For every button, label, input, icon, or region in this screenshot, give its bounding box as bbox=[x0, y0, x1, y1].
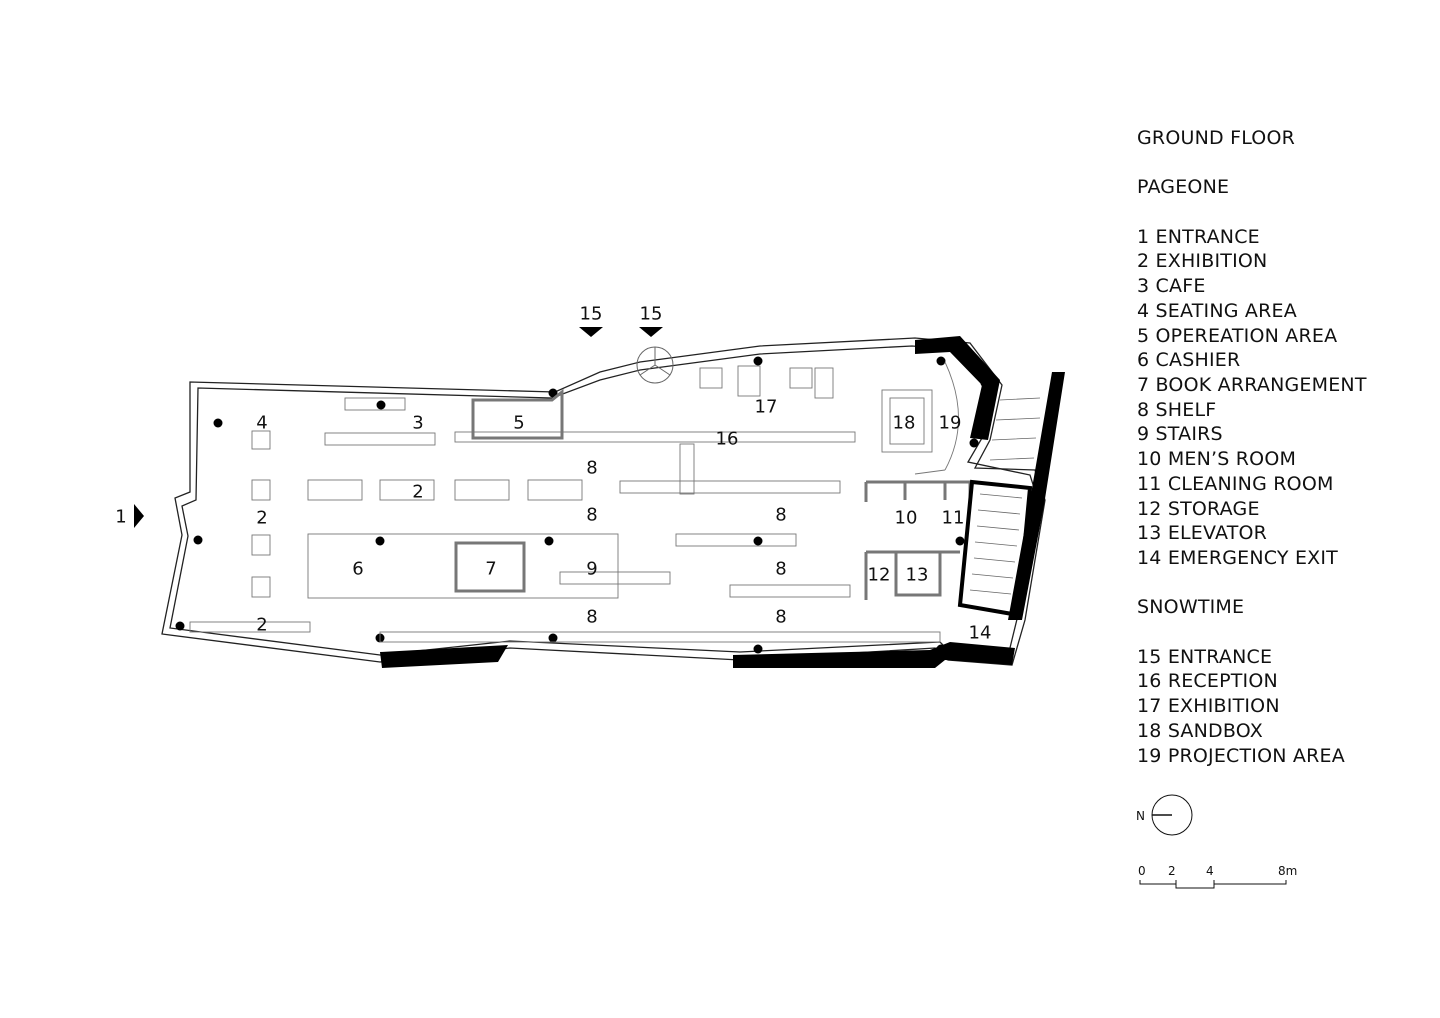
label-sandbox: 18 bbox=[893, 413, 916, 434]
revolving-door bbox=[636, 346, 674, 384]
label-reception: 16 bbox=[716, 429, 739, 450]
label-shelf: 8 bbox=[586, 607, 597, 628]
legend-item: 16 RECEPTION bbox=[1137, 670, 1278, 693]
scale-label: 8m bbox=[1278, 864, 1297, 878]
label-shelf: 8 bbox=[775, 607, 786, 628]
scale-label: 4 bbox=[1206, 864, 1214, 878]
label-operation: 5 bbox=[513, 413, 524, 434]
snowtime-title: SNOWTIME bbox=[1137, 596, 1245, 619]
label-entrance-15b: 15 bbox=[640, 304, 663, 325]
label-shelf: 8 bbox=[586, 505, 597, 526]
pageone-title: PAGEONE bbox=[1137, 176, 1230, 199]
north-arrow-icon: N bbox=[1136, 794, 1193, 836]
legend-item: 4 SEATING AREA bbox=[1137, 299, 1297, 322]
label-book-arrangement: 7 bbox=[485, 559, 496, 580]
legend-item: 11 CLEANING ROOM bbox=[1137, 472, 1334, 495]
legend-item: 7 BOOK ARRANGEMENT bbox=[1137, 374, 1367, 396]
legend-item: 2 EXHIBITION bbox=[1137, 250, 1268, 273]
legend: GROUND FLOOR PAGEONE 1 ENTRANCE 2 EXHIBI… bbox=[1137, 126, 1427, 768]
label-elevator: 13 bbox=[906, 565, 929, 586]
label-shelf: 8 bbox=[775, 505, 786, 526]
label-exhibition-bottom: 2 bbox=[256, 615, 267, 636]
pageone-list: 1 ENTRANCE 2 EXHIBITION 3 CAFE 4 SEATING… bbox=[1137, 225, 1427, 571]
label-storage: 12 bbox=[868, 565, 891, 586]
label-exhibition-snow: 17 bbox=[755, 397, 778, 418]
label-entrance-15a: 15 bbox=[580, 304, 603, 325]
label-cashier: 6 bbox=[352, 559, 363, 580]
scale-label: 0 bbox=[1138, 864, 1146, 878]
north-label: N bbox=[1136, 809, 1145, 823]
label-cafe: 3 bbox=[412, 413, 423, 434]
label-exhibition-left: 2 bbox=[256, 508, 267, 529]
label-exhibition-top: 2 bbox=[412, 482, 423, 503]
scale-bar: 0 2 4 8m bbox=[1138, 864, 1297, 889]
scale-label: 2 bbox=[1168, 864, 1176, 878]
legend-item: 15 ENTRANCE bbox=[1137, 645, 1273, 668]
legend-item: 17 EXHIBITION bbox=[1137, 695, 1280, 718]
label-shelf: 8 bbox=[586, 458, 597, 479]
legend-item: 9 STAIRS bbox=[1137, 423, 1223, 446]
columns bbox=[175, 356, 990, 654]
label-shelf: 8 bbox=[775, 559, 786, 580]
entrance-arrows bbox=[134, 327, 663, 528]
emergency-stair-box bbox=[957, 397, 1041, 618]
label-entrance-1: 1 bbox=[115, 507, 126, 528]
legend-item: 10 MEN’S ROOM bbox=[1137, 448, 1297, 471]
structural-walls bbox=[380, 336, 1065, 668]
plan-labels: 1 15 15 4 3 5 2 2 2 8 8 8 8 8 8 6 7 9 16… bbox=[115, 304, 991, 644]
label-emergency-exit: 14 bbox=[969, 623, 992, 644]
label-stairs: 9 bbox=[586, 559, 597, 580]
label-projection: 19 bbox=[939, 413, 962, 434]
legend-item: 19 PROJECTION AREA bbox=[1137, 744, 1345, 767]
legend-item: 5 OPEREATION AREA bbox=[1137, 324, 1338, 347]
legend-item: 1 ENTRANCE bbox=[1137, 225, 1260, 248]
snowtime-list: 15 ENTRANCE 16 RECEPTION 17 EXHIBITION 1… bbox=[1137, 645, 1427, 769]
label-mens-room: 10 bbox=[895, 508, 918, 529]
legend-item: 3 CAFE bbox=[1137, 275, 1206, 298]
label-cleaning: 11 bbox=[942, 508, 965, 529]
building-outline bbox=[161, 337, 1046, 666]
legend-item: 8 SHELF bbox=[1137, 398, 1217, 421]
interior-fixtures bbox=[189, 361, 959, 643]
legend-item: 18 SANDBOX bbox=[1137, 719, 1263, 742]
legend-item: 14 EMERGENCY EXIT bbox=[1137, 546, 1338, 569]
floor-title: GROUND FLOOR bbox=[1137, 127, 1296, 149]
legend-item: 13 ELEVATOR bbox=[1137, 522, 1268, 545]
legend-item: 6 CASHIER bbox=[1137, 349, 1241, 372]
legend-item: 12 STORAGE bbox=[1137, 497, 1260, 520]
label-seating: 4 bbox=[256, 413, 267, 434]
